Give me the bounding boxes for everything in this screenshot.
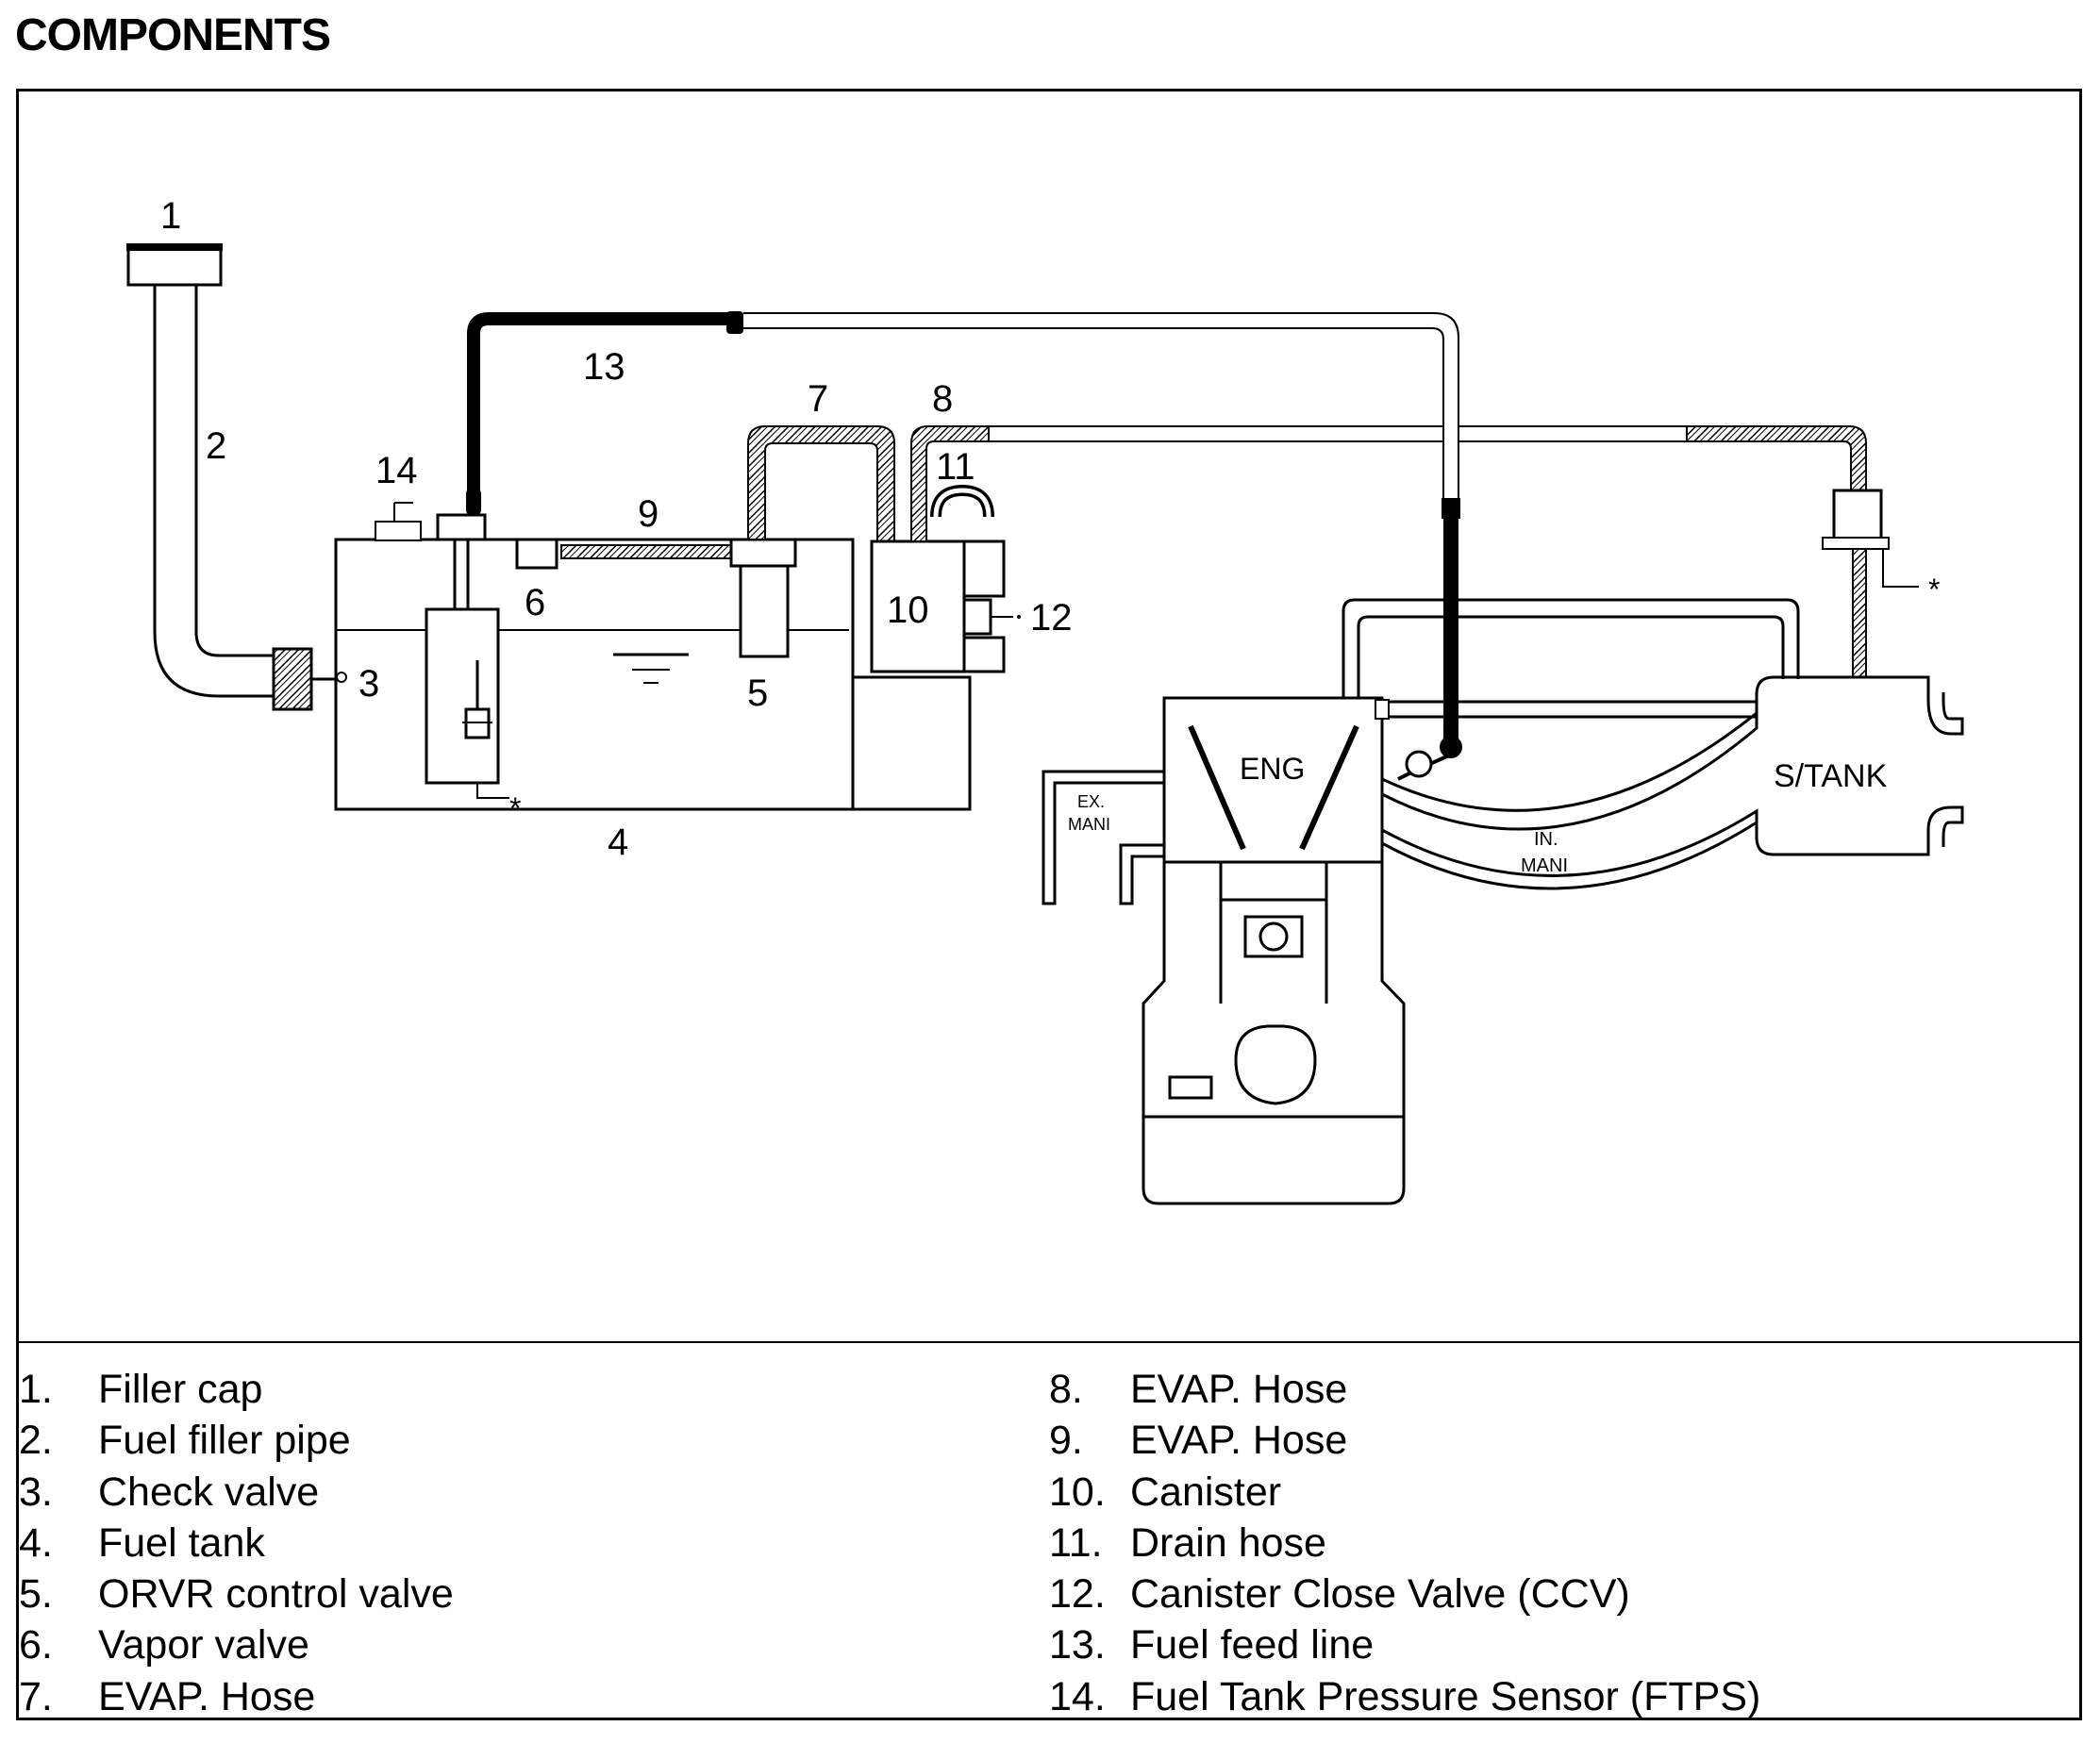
legend-item: 10. Canister [1049,1467,1760,1518]
label-in-mani-line1: IN. [1534,829,1558,850]
legend-label: Fuel Tank Pressure Sensor (FTPS) [1130,1673,1761,1719]
legend-number: 2. [19,1418,53,1464]
legend-number: 5. [19,1571,53,1618]
fuel-filler-pipe [153,285,274,698]
evap-system-diagram: 1 2 3 4 5 6 7 8 9 10 11 12 13 14 ENG EX.… [126,195,1964,1205]
legend-column-left: 1. Filler cap 2. Fuel filler pipe 3. Check … [19,1364,454,1722]
legend-item: 3. Check valve [19,1467,454,1518]
fuel-tank-pressure-sensor [375,502,422,541]
legend-label: Vapor valve [98,1622,309,1668]
label-s-tank: S/TANK [1774,758,1888,794]
legend-item: 8. EVAP. Hose [1049,1364,1760,1415]
legend-number: 11. [1049,1519,1103,1566]
callout-1: 1 [160,195,181,237]
legend-number: 3. [19,1469,53,1515]
fuel-line-fitting [436,513,487,541]
callout-14: 14 [375,450,418,491]
legend-number: 9. [1049,1418,1083,1464]
legend-number: 7. [19,1673,53,1719]
asterisk-tank: * [509,791,521,825]
legend-number: 14. [1049,1673,1106,1719]
page-title: COMPONENTS [15,10,331,60]
label-ex-mani-line2: MANI [1068,815,1110,834]
label-ex-mani-line1: EX. [1077,792,1105,811]
label-in-mani-line2: MANI [1521,855,1568,876]
label-eng: ENG [1240,752,1305,786]
callout-10: 10 [887,589,929,631]
legend-number: 12. [1049,1571,1106,1618]
legend-label: Canister Close Valve (CCV) [1130,1571,1630,1618]
canister-close-valve [962,598,1021,673]
callout-3: 3 [358,663,379,705]
engine [1042,696,1406,1205]
legend-item: 12. Canister Close Valve (CCV) [1049,1569,1760,1619]
evap-hose-7 [747,425,895,542]
legend-item: 13. Fuel feed line [1049,1619,1760,1670]
legend-column-right: 8. EVAP. Hose 9. EVAP. Hose 10. Canister 11… [1049,1364,1760,1722]
evap-hose-9 [560,544,732,559]
callout-5: 5 [747,672,768,714]
legend-number: 4. [19,1519,53,1566]
callout-12: 12 [1030,597,1073,639]
legend-number: 8. [1049,1367,1083,1412]
legend-item: 9. EVAP. Hose [1049,1415,1760,1466]
callout-6: 6 [525,582,545,623]
surge-tank [1755,675,1964,856]
check-valve [272,647,347,711]
orvr-control-valve [729,538,797,658]
legend-label: Canister [1130,1469,1282,1515]
legend-number: 13. [1049,1622,1106,1668]
legend-item: 4. Fuel tank [19,1518,454,1569]
asterisk-right: * [1928,573,1940,606]
legend-divider [16,1341,2082,1343]
intake-manifold [1342,598,1800,890]
legend-number: 1. [19,1367,53,1412]
legend-label: EVAP. Hose [98,1673,316,1719]
legend-number: 10. [1049,1469,1106,1515]
legend-item: 14. Fuel Tank Pressure Sensor (FTPS) [1049,1671,1760,1722]
legend-item: 1. Filler cap [19,1364,454,1415]
filler-cap [126,243,223,287]
callout-2: 2 [206,425,226,467]
evap-hose-8 [910,425,1867,542]
callout-7: 7 [808,378,828,420]
legend-item: 5. ORVR control valve [19,1569,454,1619]
legend-item: 7. EVAP. Hose [19,1671,454,1722]
callout-13: 13 [583,346,625,388]
callout-11: 11 [936,446,975,488]
drain-hose [930,484,1006,598]
legend-label: EVAP. Hose [1130,1418,1348,1464]
legend-label: Filler cap [98,1367,263,1412]
legend-label: ORVR control valve [98,1571,454,1618]
legend-label: Fuel feed line [1130,1622,1375,1668]
callout-4: 4 [608,822,628,863]
purge-sensor [1822,489,1919,678]
legend-label: Check valve [98,1469,320,1515]
callout-9: 9 [638,493,658,535]
legend-item: 2. Fuel filler pipe [19,1415,454,1466]
callout-8: 8 [932,378,953,420]
legend-item: 11. Drain hose [1049,1518,1760,1569]
legend-label: EVAP. Hose [1130,1367,1348,1412]
legend-label: Fuel filler pipe [98,1418,351,1464]
vapor-valve [515,538,558,570]
diagram-frame [16,89,2082,1720]
legend-label: Fuel tank [98,1519,265,1566]
legend-number: 6. [19,1622,53,1668]
legend-label: Drain hose [1130,1519,1326,1566]
legend-item: 6. Vapor valve [19,1619,454,1670]
